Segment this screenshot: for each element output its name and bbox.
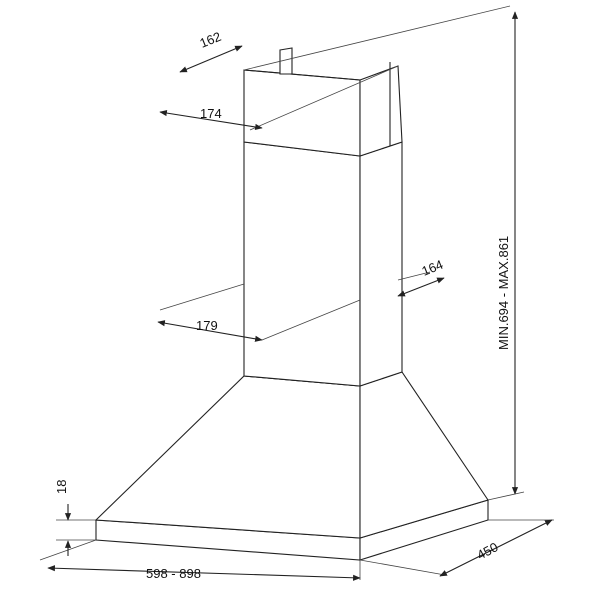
dim-450-label: 450: [474, 539, 500, 562]
lower-chimney: [243, 141, 403, 387]
dim-174-label: 174: [200, 106, 222, 121]
dimension-lines: [47, 11, 553, 581]
hood-canopy: [94, 371, 489, 539]
upper-chimney: [243, 62, 403, 157]
wall-bracket: [279, 47, 293, 75]
dim-height-label: MIN.694 - MAX.861: [496, 236, 511, 350]
dim-164-label: 164: [420, 257, 446, 279]
dim-179-label: 179: [196, 318, 218, 333]
dim-162-label: 162: [198, 29, 224, 51]
dim-width-label: 598 - 898: [146, 566, 201, 581]
dim-18-label: 18: [54, 480, 69, 494]
